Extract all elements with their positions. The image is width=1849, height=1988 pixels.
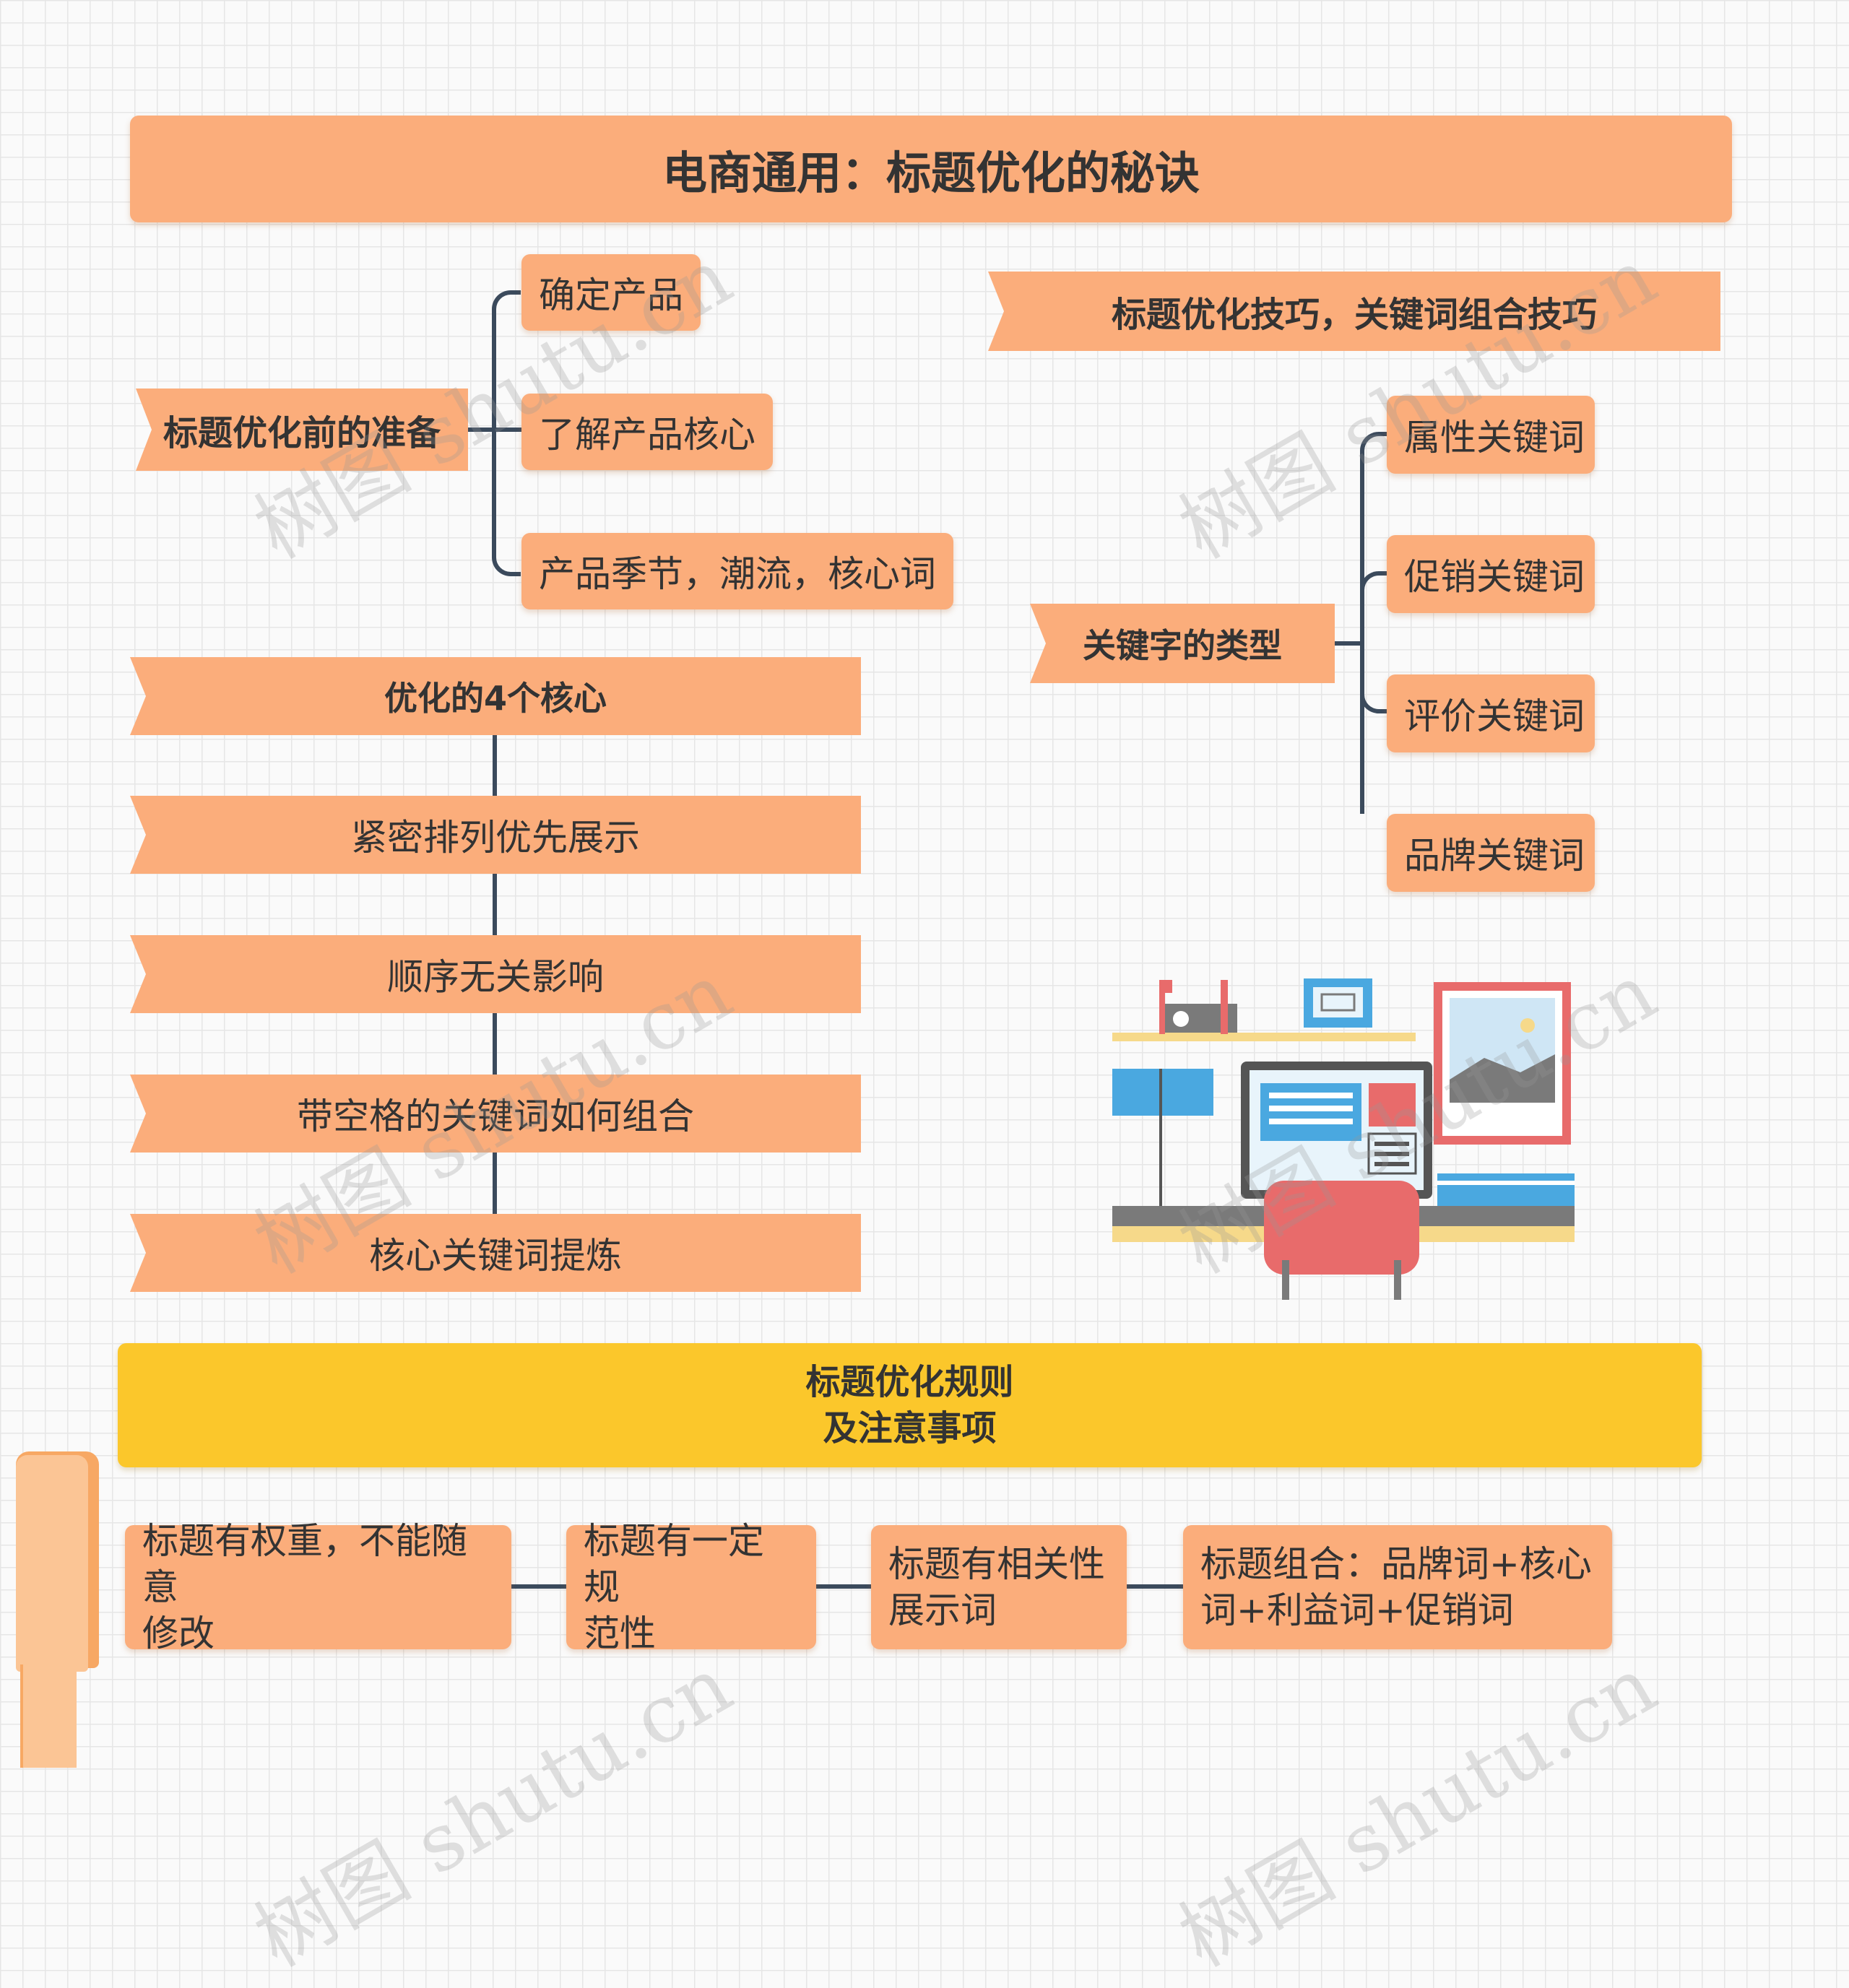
marker-decoration (16, 1455, 88, 1672)
keyword-item[interactable]: 评价关键词 (1387, 674, 1595, 752)
cores-node[interactable]: 优化的4个核心 (130, 657, 861, 735)
rules-label-line2: 及注意事项 (823, 1408, 997, 1449)
rules-item-line1: 标题有权重，不能随意 (142, 1520, 467, 1608)
cores-item[interactable]: 紧密排列优先展示 (130, 796, 861, 874)
prep-connector (492, 550, 521, 576)
keyword-types-label: 关键字的类型 (1083, 626, 1282, 665)
keyword-item[interactable]: 属性关键词 (1387, 396, 1595, 474)
rules-item-line1: 标题组合：品牌词+核心 (1200, 1543, 1592, 1585)
keyword-connector (1360, 432, 1387, 458)
rules-item-line1: 标题有相关性 (888, 1543, 1105, 1585)
keyword-item-label: 评价关键词 (1404, 695, 1585, 737)
prep-node-label: 标题优化前的准备 (163, 413, 441, 453)
prep-connector (468, 427, 494, 432)
rules-item-line2: 展示词 (888, 1589, 997, 1631)
rules-item[interactable]: 标题有相关性 展示词 (871, 1525, 1127, 1649)
cores-node-label: 优化的4个核心 (384, 679, 607, 718)
prep-item[interactable]: 了解产品核心 (521, 394, 773, 470)
prep-item[interactable]: 确定产品 (521, 254, 701, 331)
cores-item[interactable]: 顺序无关影响 (130, 935, 861, 1013)
rules-item[interactable]: 标题组合：品牌词+核心 词+利益词+促销词 (1183, 1525, 1612, 1649)
rules-connector (1127, 1584, 1183, 1589)
rules-item-line2: 修改 (142, 1612, 215, 1654)
watermark-text: 树图 shutu.cn (1164, 1638, 1671, 1984)
cores-item-label: 顺序无关影响 (387, 956, 604, 998)
prep-connector (494, 427, 521, 432)
prep-item-label: 了解产品核心 (539, 414, 755, 456)
rules-item-line2: 范性 (584, 1612, 656, 1654)
prep-item-label: 产品季节，潮流，核心词 (539, 553, 936, 595)
rules-label-line1: 标题优化规则 (805, 1362, 1014, 1402)
prep-item[interactable]: 产品季节，潮流，核心词 (521, 533, 953, 609)
keyword-connector (1335, 641, 1362, 646)
keyword-item-label: 属性关键词 (1404, 417, 1585, 459)
keyword-item-label: 促销关键词 (1404, 556, 1585, 598)
watermark-text: 树图 shutu.cn (240, 1638, 747, 1984)
prep-connector (492, 538, 496, 555)
cores-item[interactable]: 核心关键词提炼 (130, 1214, 861, 1292)
keyword-types-node[interactable]: 关键字的类型 (1030, 604, 1335, 683)
keyword-connector (1360, 687, 1387, 713)
cores-item-label: 带空格的关键词如何组合 (297, 1095, 694, 1137)
keyword-item[interactable]: 促销关键词 (1387, 535, 1595, 613)
rules-connector (511, 1584, 566, 1589)
tips-node-label: 标题优化技巧，关键词组合技巧 (1111, 295, 1597, 335)
page-title: 电商通用：标题优化的秘诀 (130, 116, 1732, 222)
keyword-item[interactable]: 品牌关键词 (1387, 814, 1595, 892)
rules-item[interactable]: 标题有一定规 范性 (566, 1520, 816, 1654)
keyword-connector (1360, 571, 1387, 597)
tips-node[interactable]: 标题优化技巧，关键词组合技巧 (988, 272, 1720, 351)
cores-item-label: 紧密排列优先展示 (351, 817, 640, 859)
rules-item-line1: 标题有一定规 (584, 1520, 764, 1608)
keyword-item-label: 品牌关键词 (1404, 835, 1585, 877)
cores-item-label: 核心关键词提炼 (369, 1235, 622, 1277)
prep-connector (492, 290, 521, 316)
prep-node[interactable]: 标题优化前的准备 (136, 389, 468, 471)
rules-node[interactable]: 标题优化规则 及注意事项 (118, 1343, 1702, 1467)
keyword-connector (1360, 451, 1364, 814)
page-title-text: 电商通用：标题优化的秘诀 (662, 147, 1200, 199)
rules-item[interactable]: 标题有权重，不能随意 修改 (125, 1520, 511, 1654)
rules-item-line2: 词+利益词+促销词 (1200, 1589, 1514, 1631)
prep-item-label: 确定产品 (539, 274, 683, 316)
cores-item[interactable]: 带空格的关键词如何组合 (130, 1075, 861, 1153)
rules-connector (816, 1584, 871, 1589)
marker-decoration (20, 1664, 77, 1768)
office-desk-illustration (1112, 978, 1575, 1300)
